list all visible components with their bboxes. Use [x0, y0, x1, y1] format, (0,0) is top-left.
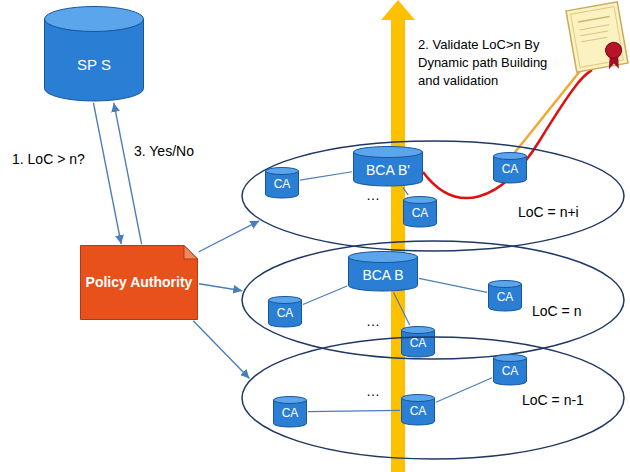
link-line — [300, 172, 352, 180]
database-cylinder — [44, 6, 144, 102]
node-label: CA — [412, 207, 429, 221]
certificate-icon — [566, 2, 629, 76]
node-label: CA — [502, 365, 519, 379]
policy-authority-box: Policy Authority — [80, 245, 198, 320]
ellipsis-mark: … — [366, 186, 380, 204]
bridge-ca-cylinder: BCA B' — [353, 146, 423, 187]
link-line — [436, 378, 492, 402]
arrow-connector — [114, 103, 142, 244]
node-label: LoC = n-1 — [522, 392, 584, 408]
ca-cylinder: CA — [488, 280, 522, 312]
ca-cylinder: CA — [403, 196, 437, 228]
link-line — [308, 410, 400, 411]
bridge-ca-cylinder: BCA B — [348, 251, 418, 292]
arrow-connector — [93, 103, 121, 244]
node-label: BCA B — [362, 267, 403, 283]
step-label: 1. LoC > n? — [12, 150, 85, 168]
ellipsis-mark: … — [366, 312, 380, 330]
node-label: LoC = n — [532, 303, 581, 319]
ca-cylinder: CA — [401, 394, 435, 426]
step-label: 3. Yes/No — [134, 142, 194, 160]
certificate-link — [512, 66, 584, 156]
link-line — [403, 187, 408, 195]
step-label: 2. Validate LoC>n By Dynamic path Buildi… — [418, 36, 568, 90]
link-line — [419, 278, 487, 292]
node-label: CA — [277, 307, 294, 321]
node-label: CA — [410, 405, 427, 419]
loc-level-ellipse: LoC = n-1CACACA — [241, 336, 625, 460]
loc-level-ellipse: LoC = n+i BCA B' CA CA CA — [241, 140, 625, 252]
loc-level-ellipse: LoC = n BCA B CA CA CA — [241, 240, 625, 360]
node-label: LoC = n+i — [518, 204, 579, 220]
ca-cylinder: CA — [265, 167, 299, 199]
ca-cylinder: CA — [493, 354, 527, 386]
service-provider-cylinder: SP S — [44, 6, 144, 102]
arrow-connector — [199, 284, 242, 291]
ca-cylinder: CA — [493, 152, 527, 184]
ca-cylinder: CA — [268, 296, 302, 328]
arrow-connector — [199, 221, 259, 252]
node-label: BCA B' — [366, 162, 410, 178]
ca-cylinder: CA — [401, 326, 435, 358]
ca-cylinder: CA — [273, 396, 307, 428]
node-label: Policy Authority — [86, 274, 193, 290]
node-label: CA — [497, 291, 514, 305]
link-line — [303, 286, 347, 304]
node-label: CA — [410, 337, 427, 351]
validation-path — [423, 70, 592, 198]
node-label: SP S — [77, 56, 111, 73]
arrow-connector — [193, 321, 249, 379]
node-label: CA — [274, 178, 291, 192]
ellipsis-mark: … — [366, 382, 380, 400]
band-outline — [241, 140, 625, 252]
node-label: CA — [282, 407, 299, 421]
link-line — [394, 292, 410, 325]
node-label: CA — [502, 163, 519, 177]
